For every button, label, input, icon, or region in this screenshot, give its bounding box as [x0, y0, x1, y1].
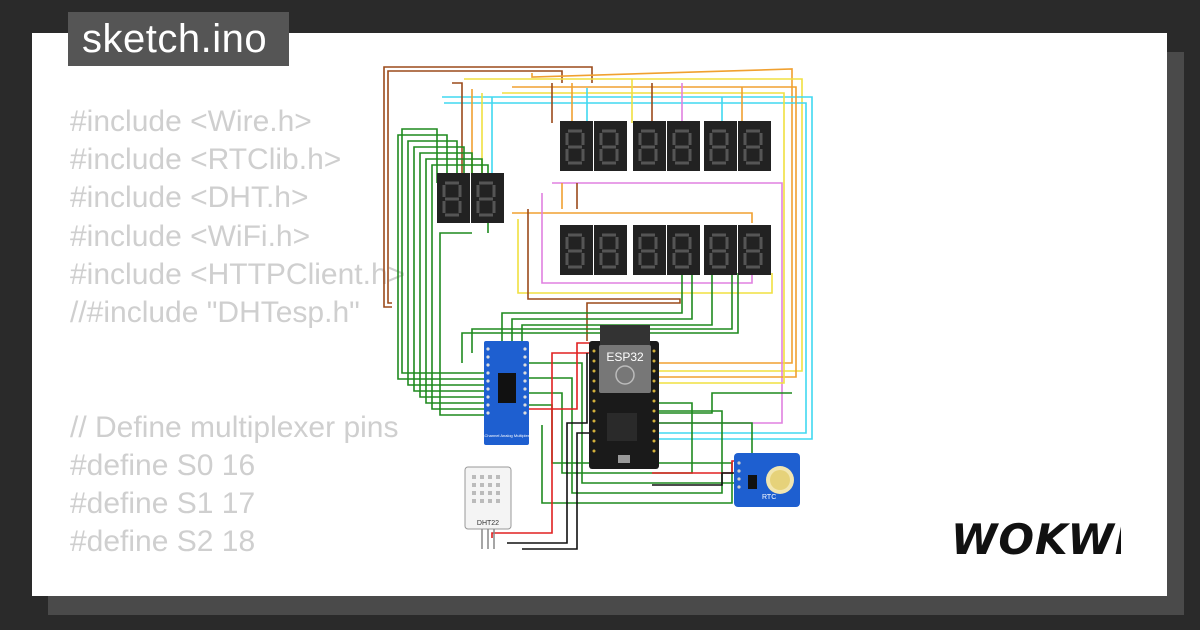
code-line: #include <HTTPClient.h>: [70, 257, 406, 291]
code-line: #include <Wire.h>: [70, 105, 312, 138]
rtc-label: RTC: [762, 494, 776, 501]
dht22-sensor: [464, 466, 512, 549]
wokwi-logo-text: WOKWI: [951, 516, 1121, 560]
seven-segment-displays: [437, 121, 771, 275]
esp32-label: ESP32: [606, 350, 644, 364]
mux-label: 16-Channel Analog Multiplexer: [479, 433, 534, 438]
esp32-board: [589, 325, 659, 469]
code-line: #define S0 16: [70, 448, 256, 482]
code-line: // Define multiplexer pins: [70, 410, 399, 444]
code-line: #define S1 17: [70, 486, 256, 520]
multiplexer-board: [484, 341, 529, 445]
code-preview: #include <Wire.h> #include <RTClib.h> #i…: [70, 103, 405, 561]
circuit-diagram: 16-Channel Analog Multiplexer ESP32: [383, 66, 813, 550]
code-line: #define S2 18: [70, 525, 256, 559]
code-line: //#include "DHTesp.h": [70, 295, 360, 329]
wokwi-logo: WOKWI: [951, 516, 1121, 560]
wires: [383, 66, 813, 550]
file-title-tag: sketch.ino: [68, 12, 290, 66]
rtc-module: [734, 453, 800, 507]
code-line: #include <DHT.h>: [70, 181, 309, 215]
code-line: #include <WiFi.h>: [70, 219, 311, 253]
dht22-label: DHT22: [477, 520, 499, 527]
code-line: #include <RTClib.h>: [70, 143, 342, 177]
preview-card: #include <Wire.h> #include <RTClib.h> #i…: [32, 33, 1167, 596]
